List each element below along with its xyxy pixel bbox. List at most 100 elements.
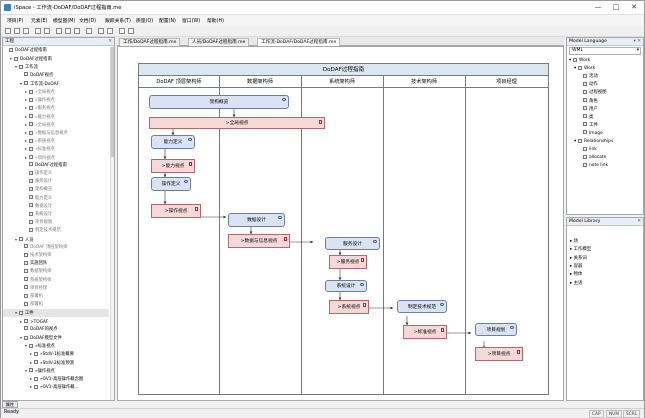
activity-node[interactable]: 服务设计 — [325, 237, 380, 250]
diagram-canvas[interactable]: DoDAF过程指南 DoDAF 顶层架构师 数据架构师 系统架构师 技术架构师 … — [117, 46, 564, 401]
expander-icon[interactable]: ▸ — [570, 239, 574, 244]
tree-item[interactable]: ▸>TOGAF — [3, 318, 109, 325]
expander-icon[interactable]: ▸ — [25, 113, 28, 119]
tree-item[interactable]: ▸»OV1-高层操作概... — [3, 383, 109, 390]
expander-icon[interactable]: ▸ — [25, 89, 28, 94]
expander-icon[interactable]: ▸ — [570, 263, 574, 269]
expander-icon[interactable]: ▸ — [20, 318, 23, 324]
redo-icon[interactable] — [44, 28, 50, 34]
expander-icon[interactable]: ▸ — [25, 130, 28, 135]
tree-item[interactable]: 操作定义 — [3, 170, 109, 177]
zoom-out-icon[interactable] — [107, 28, 113, 34]
menu-quality[interactable]: 质量(Q) — [136, 19, 154, 24]
language-item[interactable]: 用户 — [579, 106, 598, 114]
menu-document[interactable]: 文档(D) — [79, 19, 97, 24]
artifact-node[interactable]: >标准视点 — [403, 325, 447, 339]
panel-close-icon[interactable]: ✕ — [108, 39, 112, 44]
tab-workflow-dodaf[interactable]: 工作流-DoDAF/DoDAF过程指南.me — [257, 38, 341, 46]
expander-icon[interactable]: ▾ — [20, 80, 23, 86]
tree-item[interactable]: 能力定义 — [3, 195, 109, 202]
language-item[interactable]: ▾Relationships — [574, 138, 613, 146]
expander-icon[interactable]: ▾ — [15, 236, 18, 242]
language-selector[interactable]: WML ▾ — [569, 47, 641, 55]
language-item[interactable]: 角色 — [579, 98, 598, 106]
tree-item[interactable]: ▸»项目视点 — [3, 154, 109, 161]
artifact-node[interactable]: >项目视点 — [475, 347, 523, 361]
new-icon[interactable] — [5, 28, 11, 34]
tree-item[interactable]: ▸»OV1-高层操作概念图 — [3, 375, 109, 382]
language-item[interactable]: 过程视图 — [579, 89, 607, 97]
artifact-node[interactable]: >数据与信息视点 — [228, 234, 290, 248]
expander-icon[interactable]: ▸ — [25, 97, 28, 103]
expander-icon[interactable]: ▾ — [20, 335, 23, 340]
language-item[interactable]: Image — [579, 130, 603, 138]
artifact-node[interactable]: >全局视点 — [149, 117, 325, 129]
library-item[interactable]: ▸ 关系词 — [570, 255, 587, 263]
tree-item[interactable]: 数据设计 — [3, 203, 109, 210]
tree-item[interactable]: ▾人员 — [3, 236, 109, 243]
library-item[interactable]: ▸ 主语 — [570, 280, 582, 288]
tree-item[interactable]: DoDAF过程指南 — [3, 162, 109, 169]
expander-icon[interactable]: ▾ — [15, 64, 18, 70]
expander-icon[interactable]: ▸ — [570, 280, 574, 286]
tree-item[interactable]: ▸»操作视点 — [3, 96, 109, 103]
tree-item[interactable]: ▾»标准视点 — [3, 342, 109, 349]
activity-node[interactable]: 操作定义 — [151, 177, 191, 191]
menu-diagram[interactable]: 模型图(M) — [53, 19, 76, 24]
artifact-node[interactable]: >能力视点 — [151, 159, 195, 173]
tree-item[interactable]: ▸»系统视点 — [3, 137, 109, 144]
tree-item[interactable]: DoDAF 顶层架构师 — [3, 244, 109, 251]
expander-icon[interactable]: ▸ — [25, 105, 28, 111]
expander-icon[interactable]: ▾ — [25, 343, 28, 349]
tree-item[interactable]: 制定技术规范 — [3, 227, 109, 234]
tree-item[interactable]: ▸»服务视点 — [3, 104, 109, 111]
expander-icon[interactable]: ▸ — [30, 384, 33, 390]
menu-project[interactable]: 项目(P) — [7, 19, 24, 24]
expander-icon[interactable]: ▾ — [569, 58, 572, 63]
expander-icon[interactable]: ▾ — [574, 66, 577, 72]
align-icon[interactable] — [119, 28, 125, 34]
tree-item[interactable]: DoDAF的视点 — [3, 326, 109, 333]
zoom-in-icon[interactable] — [98, 28, 104, 34]
expander-icon[interactable]: ▸ — [30, 359, 33, 365]
expander-icon[interactable]: ▸ — [570, 272, 574, 278]
language-item[interactable]: 工件 — [579, 122, 598, 130]
language-item[interactable]: 活动 — [579, 73, 598, 81]
expander-icon[interactable]: ▸ — [570, 247, 574, 253]
menu-window[interactable]: 窗口(W) — [182, 19, 201, 24]
panel-pin-icon[interactable]: ▾ ✕ — [633, 39, 641, 44]
expander-icon[interactable]: ▸ — [30, 376, 33, 381]
tree-item[interactable]: 服务设计 — [3, 178, 109, 185]
tree-item[interactable]: ▾工作流-DoDAF — [3, 80, 109, 87]
activity-node[interactable]: 制定技术规范 — [397, 300, 447, 313]
expander-icon[interactable]: ▸ — [25, 138, 28, 144]
activity-node[interactable]: 架构概览 — [149, 95, 289, 109]
panel-close-icon[interactable]: ✕ — [637, 219, 641, 224]
tab-work[interactable]: 工作/DoDAF过程指南.me — [119, 38, 181, 46]
tree-item[interactable]: ▸»全局视点 — [3, 88, 109, 95]
expander-icon[interactable]: ▸ — [25, 154, 28, 160]
tree-item[interactable]: ▾»操作视点 — [3, 367, 109, 374]
language-item[interactable]: link — [579, 146, 597, 154]
tree-item[interactable]: ▾工作流 — [3, 63, 109, 70]
expander-icon[interactable]: ▾ — [574, 139, 577, 144]
expander-icon[interactable]: ▸ — [25, 146, 28, 152]
library-item[interactable]: ▸ 物体 — [570, 271, 582, 279]
close-button[interactable]: ✕ — [631, 3, 637, 11]
tree-item[interactable]: ▾工件 — [3, 309, 109, 317]
expander-icon[interactable]: ▸ — [25, 121, 28, 127]
tree-item[interactable]: ▸»全局视点 — [3, 121, 109, 128]
language-item[interactable]: allocate — [579, 154, 606, 162]
tab-people[interactable]: 人员/DoDAF过程指南.me — [188, 38, 250, 46]
tree-item[interactable]: 技术架构师 — [3, 252, 109, 259]
tree-item[interactable]: ▸»标准视点 — [3, 145, 109, 152]
undo-icon[interactable] — [35, 28, 41, 34]
copy-icon[interactable] — [65, 28, 71, 34]
expander-icon[interactable]: ▸ — [30, 351, 33, 357]
activity-node[interactable]: 数据设计 — [228, 213, 285, 227]
tree-item[interactable]: DoDAF过程指南 — [3, 47, 109, 54]
tree-item[interactable]: 系统设计 — [3, 211, 109, 218]
tree-scrollbar[interactable] — [110, 47, 114, 400]
artifact-node[interactable]: >服务视点 — [329, 255, 367, 269]
language-item[interactable]: 动作 — [579, 81, 598, 89]
